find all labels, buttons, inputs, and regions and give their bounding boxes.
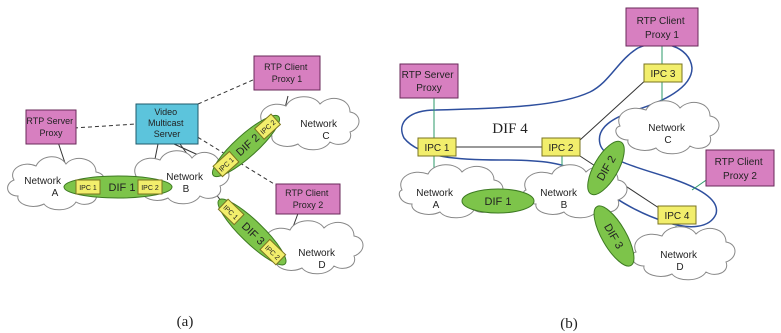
dashed-link <box>73 123 137 129</box>
ipc1-box <box>75 179 101 195</box>
rtp-server-proxy-node: RTP Server Proxy <box>399 63 459 99</box>
network-b-label: Network B <box>540 188 579 211</box>
dashed-link <box>197 75 263 105</box>
panel-a: Network A Network B Network C Network D <box>7 55 364 330</box>
ipc1-label: IPC 1 <box>424 143 449 154</box>
rtp-client-proxy-1-node: RTP Client Proxy 1 <box>625 7 699 47</box>
rtp-client-proxy-2-node: RTP Client Proxy 2 <box>705 149 775 187</box>
ipc3-label: IPC 3 <box>650 69 675 80</box>
ipc2-box <box>137 179 163 195</box>
dif4-label: DIF 4 <box>492 121 528 137</box>
link <box>579 77 649 141</box>
rtp-server-proxy-label: RTP Server Proxy <box>402 70 457 94</box>
ipc1-label: IPC 1 <box>79 185 97 192</box>
rtp-server-proxy-node: RTP Server Proxy <box>25 109 77 145</box>
network-d-cloud: Network D <box>262 220 364 275</box>
network-d-cloud: Network D <box>631 226 736 281</box>
rtp-server-proxy-label: RTP Server Proxy <box>26 116 75 138</box>
dif2-ellipse: DIF 2 <box>587 140 625 196</box>
rtp-client-proxy-1-node: RTP Client Proxy 1 <box>253 55 321 91</box>
network-a-label: Network A <box>416 188 455 211</box>
ipc3-node: IPC 3 <box>643 63 683 83</box>
dif1-ellipse: DIF 1 <box>461 188 535 214</box>
dif1-ellipse: DIF 1 IPC 1 IPC 2 <box>63 175 173 199</box>
rtp-client-proxy-1-label: RTP Client Proxy 1 <box>637 16 688 41</box>
ipc1-node: IPC 1 <box>417 137 457 157</box>
ipc2-box <box>259 238 287 266</box>
dif1-label: DIF 1 <box>485 196 512 208</box>
ipc1-box <box>212 150 240 178</box>
network-c-label: Network C <box>648 123 687 146</box>
rtp-client-proxy-2-label: RTP Client Proxy 2 <box>715 157 766 182</box>
network-c-label: Network C <box>300 119 339 142</box>
panel-a-caption: (a) <box>177 314 194 330</box>
network-d-label: Network D <box>660 250 699 273</box>
rtp-client-proxy-2-node: RTP Client Proxy 2 <box>275 183 341 215</box>
dif1-label: DIF 1 <box>109 182 136 194</box>
network-a-label: Network A <box>24 176 63 199</box>
ipc4-label: IPC 4 <box>664 211 689 222</box>
ipc2-label: IPC 2 <box>141 185 159 192</box>
dif3-ellipse: DIF 3 <box>593 205 635 267</box>
network-d-label: Network D <box>298 248 337 271</box>
video-multicast-server-node: Video Multicast Server <box>135 103 199 145</box>
ipc2-node: IPC 2 <box>541 137 581 157</box>
ipc2-box <box>253 113 282 140</box>
panel-b-caption: (b) <box>560 316 578 332</box>
rtp-client-proxy-1-label: RTP Client Proxy 1 <box>264 62 310 84</box>
ipc2-label: IPC 2 <box>548 143 573 154</box>
network-c-cloud: Network C <box>258 96 360 151</box>
ipc1-box <box>217 198 245 226</box>
rtp-client-proxy-2-label: RTP Client Proxy 2 <box>285 188 331 210</box>
panel-b: DIF 4 Network A Network B <box>398 7 775 332</box>
ipc4-node: IPC 4 <box>657 205 697 225</box>
dif2-ellipse: DIF 2 IPC 1 IPC 2 <box>211 113 282 178</box>
network-b-label: Network B <box>166 172 205 195</box>
network-c-cloud: Network C <box>615 100 720 155</box>
video-multicast-server-label: Video Multicast Server <box>148 107 186 139</box>
